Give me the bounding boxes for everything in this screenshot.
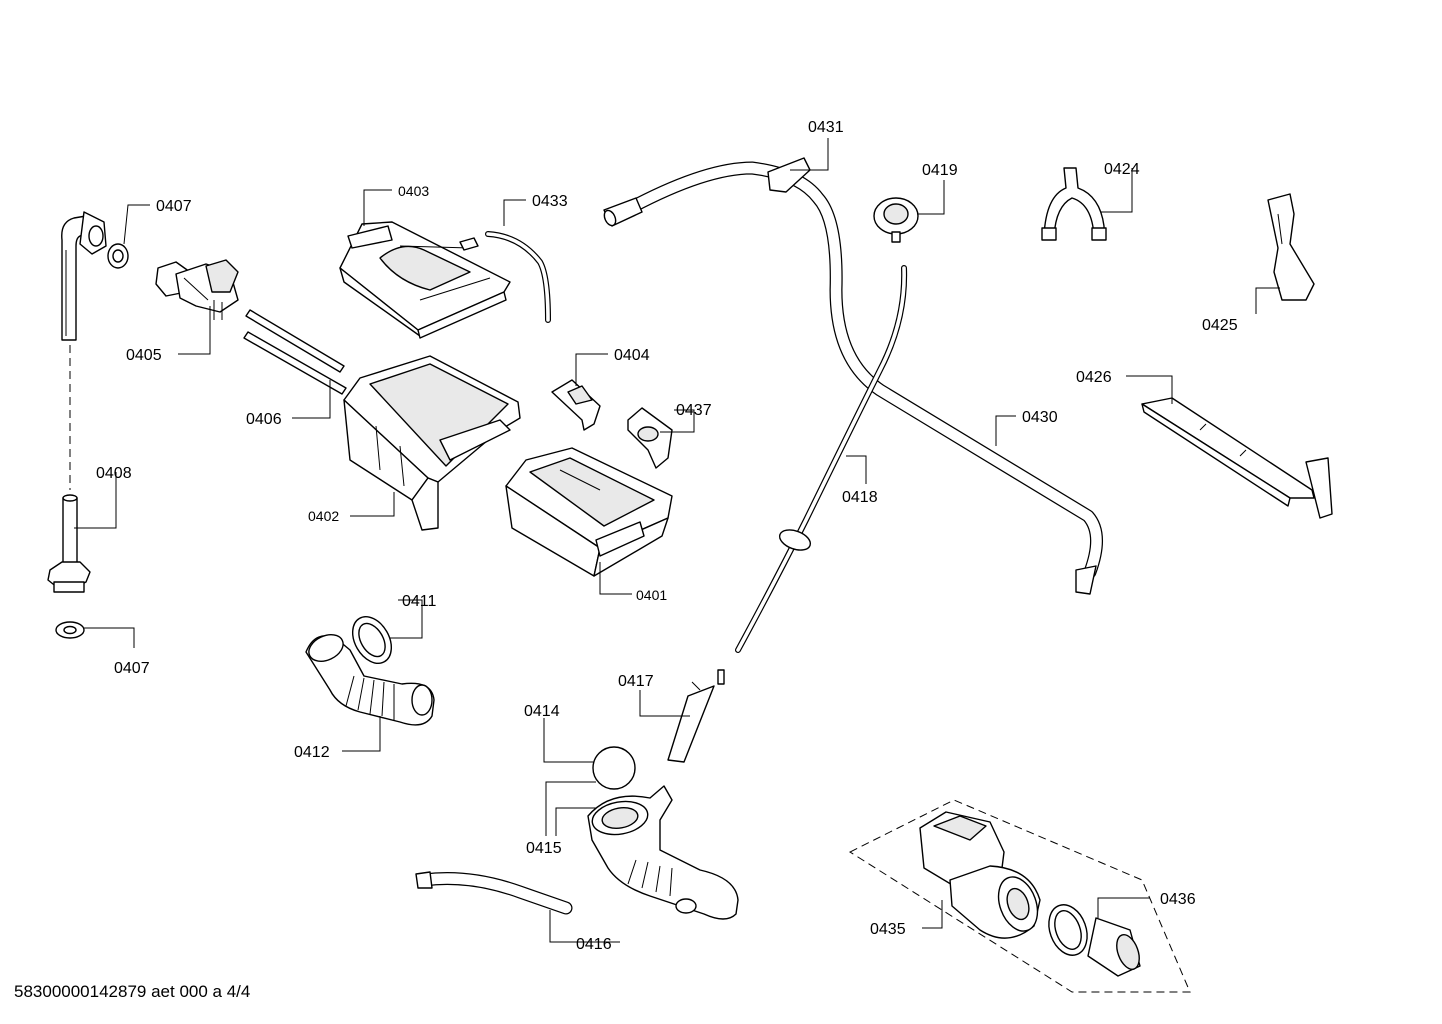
label-0407-top: 0407 [156, 198, 192, 215]
label-0402: 0402 [308, 508, 339, 524]
part-0424-y-bracket [1041, 167, 1107, 241]
part-0402-dispenser-housing [343, 355, 521, 531]
part-0403-dispenser-cover [339, 221, 511, 339]
label-0407-bottom: 0407 [114, 660, 150, 677]
label-0401: 0401 [636, 587, 667, 603]
label-0426: 0426 [1076, 369, 1112, 386]
document-code-footer: 58300000142879 aet 000 a 4/4 [14, 982, 250, 1001]
part-0418-pressure-tube [735, 265, 908, 653]
leader-lines [74, 138, 1280, 943]
label-0414: 0414 [524, 703, 560, 720]
part-0435-drain-pump-kit [848, 799, 1191, 993]
label-0435: 0435 [870, 921, 906, 938]
part-0426-rail [1141, 397, 1333, 519]
label-0430: 0430 [1022, 409, 1058, 426]
label-0431: 0431 [808, 119, 844, 136]
part-0415-sump [587, 785, 739, 920]
label-0408: 0408 [96, 465, 132, 482]
part-0406-hoses [243, 309, 347, 395]
part-0404-siphon-cap [551, 379, 601, 431]
label-0411: 0411 [402, 593, 437, 610]
part-labels: 0407 0405 0406 0408 0407 0403 0433 0402 … [96, 119, 1238, 953]
part-0419-pressure-switch [873, 197, 919, 243]
part-0436-filter [1048, 904, 1141, 977]
label-0417: 0417 [618, 673, 654, 690]
label-0437: 0437 [676, 402, 712, 419]
part-0437-siphon-cap [627, 407, 673, 469]
label-0412: 0412 [294, 744, 330, 761]
part-0414-ball [592, 746, 636, 790]
label-0403: 0403 [398, 183, 429, 199]
label-0419: 0419 [922, 162, 958, 179]
part-0405-inlet-valve [155, 259, 239, 320]
part-0431-0430-drain-hose [603, 157, 1103, 595]
part-0412-bellows-hose [305, 634, 435, 726]
part-0425-bracket [1267, 193, 1315, 301]
part-0407-washer-bottom [55, 621, 85, 639]
part-0417-sensor [667, 669, 725, 763]
label-0406: 0406 [246, 411, 282, 428]
label-0416: 0416 [576, 936, 612, 953]
part-0411-seal-ring [351, 616, 393, 664]
part-0416-hose [415, 871, 573, 915]
part-0407-washer-top [107, 243, 129, 269]
label-0425: 0425 [1202, 317, 1238, 334]
label-0424: 0424 [1104, 161, 1140, 178]
label-0418: 0418 [842, 489, 878, 506]
label-0433: 0433 [532, 193, 568, 210]
label-0405: 0405 [126, 347, 162, 364]
label-0415: 0415 [526, 840, 562, 857]
part-0408-inlet-pipe [47, 211, 107, 593]
label-0404: 0404 [614, 347, 650, 364]
part-0433-small-hose [485, 231, 551, 323]
label-0436: 0436 [1160, 891, 1196, 908]
part-0401-dispenser-drawer [505, 447, 673, 577]
